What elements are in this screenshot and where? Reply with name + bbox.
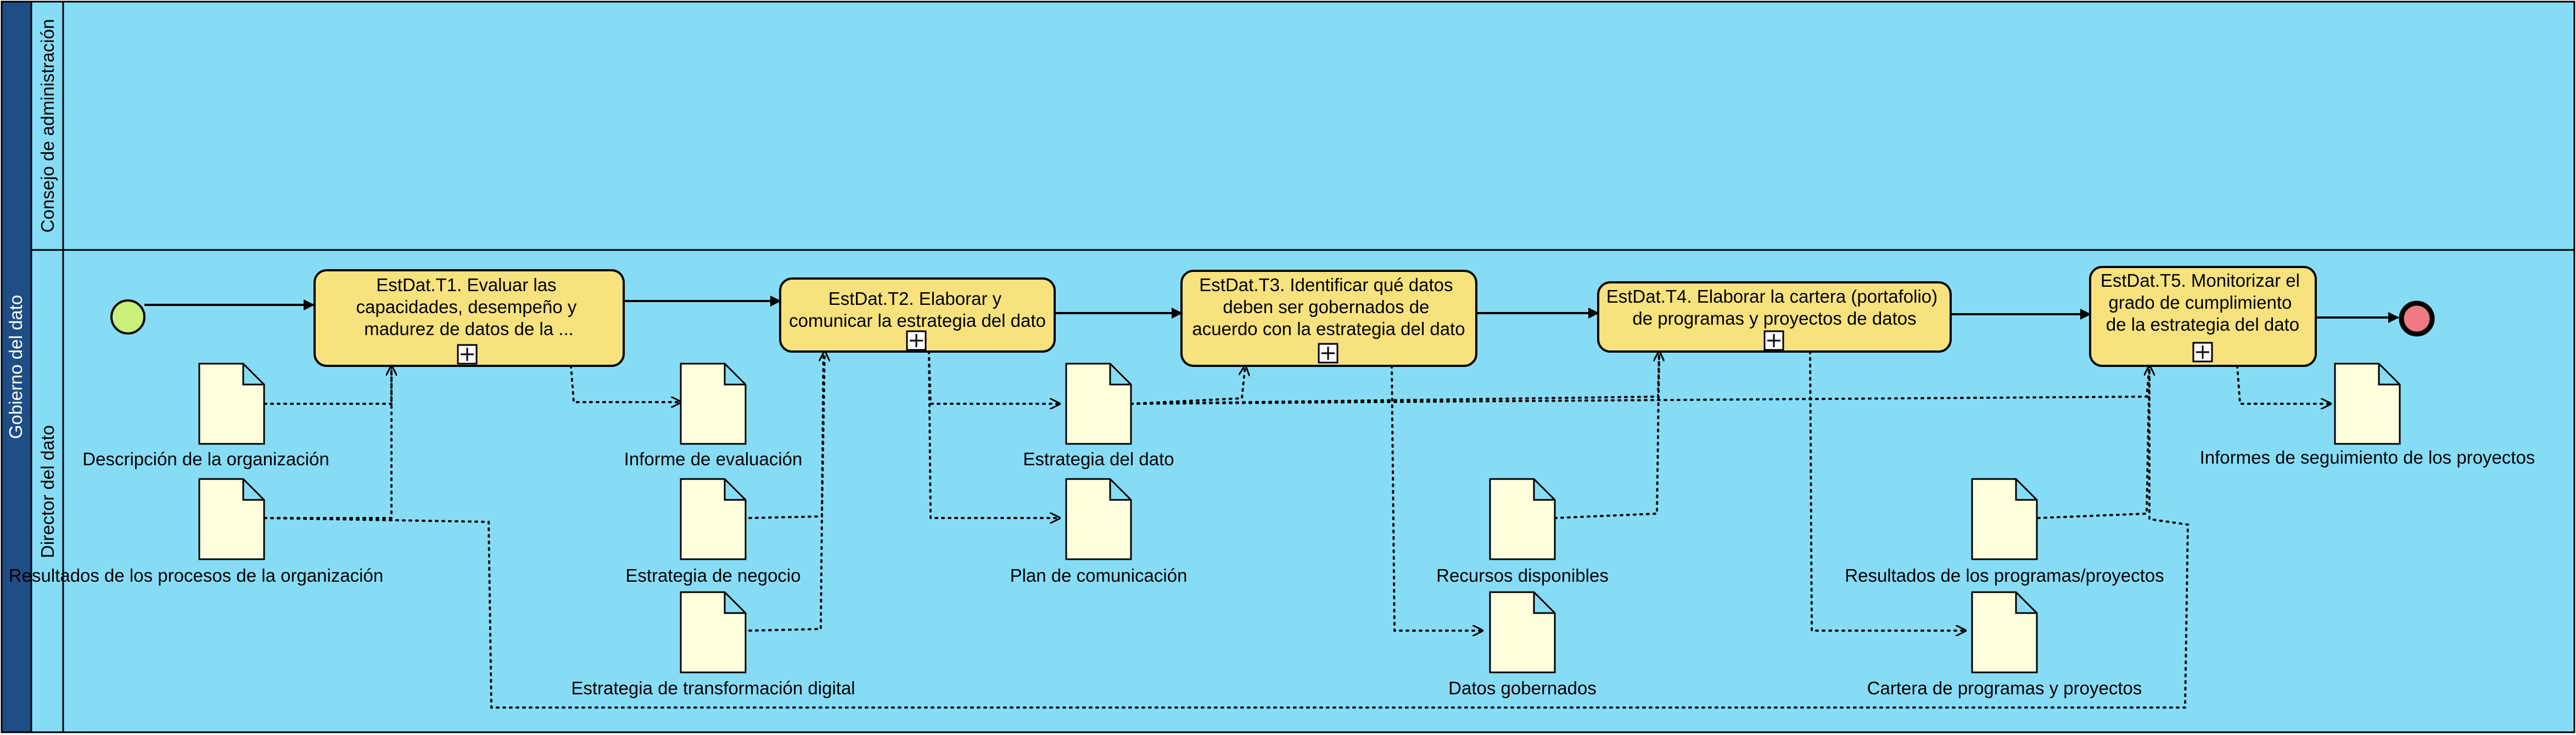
data-object-icon xyxy=(1971,591,2038,673)
documents: Descripción de la organización Resultado… xyxy=(9,363,2535,698)
lane-title-consejo: Consejo de administración xyxy=(37,19,58,233)
doc-label: Plan de comunicación xyxy=(1010,565,1188,586)
data-object-icon xyxy=(1065,478,1132,560)
assoc-d5-t2[interactable] xyxy=(748,350,825,632)
doc-estrategia-dato[interactable]: Estrategia del dato xyxy=(1023,363,1174,469)
doc-estrategia-negocio[interactable]: Estrategia de negocio xyxy=(625,478,801,586)
task-estdat-t5[interactable]: EstDat.T5. Monitorizar el grado de cumpl… xyxy=(2089,266,2317,367)
doc-label: Estrategia de negocio xyxy=(625,565,800,586)
data-object-icon xyxy=(198,363,265,445)
start-event-icon[interactable] xyxy=(110,299,145,335)
assoc-d2-t5[interactable] xyxy=(264,365,2189,709)
assoc-t2-d7[interactable] xyxy=(928,350,1061,518)
assoc-d6-t3[interactable] xyxy=(1130,366,1245,405)
doc-label: Descripción de la organización xyxy=(82,449,329,469)
doc-plan-comunicacion[interactable]: Plan de comunicación xyxy=(1010,478,1188,586)
assoc-t5-d12[interactable] xyxy=(2236,365,2332,404)
task-label: EstDat.T3. Identificar qué datos deben s… xyxy=(1192,275,1465,339)
sequence-flows xyxy=(144,296,2399,323)
data-object-icon xyxy=(680,478,747,560)
data-object-icon xyxy=(1971,478,2038,560)
task-estdat-t3[interactable]: EstDat.T3. Identificar qué datos deben s… xyxy=(1180,270,1477,367)
end-event-icon[interactable] xyxy=(2399,300,2435,337)
assoc-t2-d6[interactable] xyxy=(928,350,1061,404)
data-object-icon xyxy=(2334,363,2401,445)
task-label: EstDat.T2. Elaborar y comunicar la estra… xyxy=(789,288,1046,331)
doc-label: Datos gobernados xyxy=(1448,678,1597,698)
assoc-d8-t4[interactable] xyxy=(1554,350,1660,519)
assoc-d2-t1[interactable] xyxy=(264,365,393,519)
task-label: EstDat.T1. Evaluar las capacidades, dese… xyxy=(356,275,582,339)
doc-datos-gobernados[interactable]: Datos gobernados xyxy=(1448,591,1597,698)
doc-informes-seguimiento[interactable]: Informes de seguimiento de los proyectos xyxy=(2200,363,2535,467)
doc-label: Estrategia del dato xyxy=(1023,449,1174,469)
task-estdat-t2[interactable]: EstDat.T2. Elaborar y comunicar la estra… xyxy=(779,277,1056,353)
doc-cartera-programas[interactable]: Cartera de programas y proyectos xyxy=(1867,591,2142,698)
data-object-icon xyxy=(680,591,747,673)
task-estdat-t4[interactable]: EstDat.T4. Elaborar la cartera (portafol… xyxy=(1597,281,1952,353)
pool-title: Gobierno del dato xyxy=(5,295,26,439)
doc-label: Resultados de los procesos de la organiz… xyxy=(9,565,383,586)
doc-label: Informe de evaluación xyxy=(624,449,803,469)
subprocess-expand-icon[interactable] xyxy=(1318,343,1339,364)
assoc-t4-d11[interactable] xyxy=(1809,350,1967,631)
data-object-icon xyxy=(198,478,265,560)
assoc-t1-d3[interactable] xyxy=(570,365,682,402)
subprocess-expand-icon[interactable] xyxy=(457,344,478,365)
doc-label: Cartera de programas y proyectos xyxy=(1867,678,2142,698)
lane-title-director: Director del dato xyxy=(37,425,58,558)
doc-label: Recursos disponibles xyxy=(1436,565,1609,586)
data-object-icon xyxy=(680,363,747,445)
doc-label: Estrategia de transformación digital xyxy=(571,678,855,698)
doc-resultados-procesos[interactable]: Resultados de los procesos de la organiz… xyxy=(9,478,383,586)
data-object-icon xyxy=(1489,591,1556,673)
task-label: EstDat.T5. Monitorizar el grado de cumpl… xyxy=(2101,270,2305,335)
data-associations xyxy=(264,350,2332,709)
doc-estrategia-transformacion[interactable]: Estrategia de transformación digital xyxy=(571,591,855,698)
subprocess-expand-icon[interactable] xyxy=(906,330,927,351)
doc-label: Informes de seguimiento de los proyectos xyxy=(2200,447,2535,467)
lane-consejo-de-administracion[interactable]: Consejo de administración xyxy=(30,1,2575,251)
task-label: EstDat.T4. Elaborar la cartera (portafol… xyxy=(1606,286,1943,328)
task-estdat-t1[interactable]: EstDat.T1. Evaluar las capacidades, dese… xyxy=(313,269,625,367)
doc-descripcion-organizacion[interactable]: Descripción de la organización xyxy=(82,363,329,469)
doc-recursos-disponibles[interactable]: Recursos disponibles xyxy=(1436,478,1609,586)
data-object-icon xyxy=(1489,478,1556,560)
data-object-icon xyxy=(1065,363,1132,445)
pool-gobierno-del-dato[interactable]: Gobierno del dato xyxy=(1,1,32,733)
assoc-t3-d9[interactable] xyxy=(1391,365,1483,631)
subprocess-expand-icon[interactable] xyxy=(2192,342,2213,363)
doc-resultados-programas[interactable]: Resultados de los programas/proyectos xyxy=(1845,478,2164,586)
subprocess-expand-icon[interactable] xyxy=(1763,330,1784,351)
doc-informe-evaluacion[interactable]: Informe de evaluación xyxy=(624,363,803,469)
assoc-d6-t5[interactable] xyxy=(1130,365,2151,405)
doc-label: Resultados de los programas/proyectos xyxy=(1845,565,2164,586)
